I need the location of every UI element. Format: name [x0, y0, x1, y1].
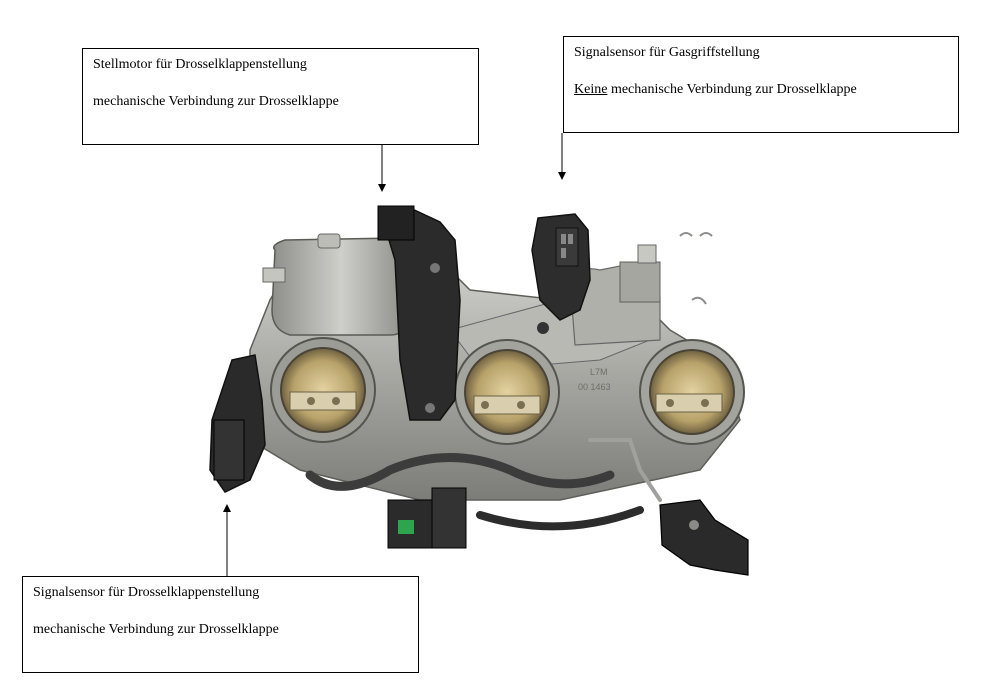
- callout-throttle-sensor-note: mechanische Verbindung zur Drosselklappe: [33, 622, 279, 637]
- arrow-to-grip-sensor: [558, 133, 566, 180]
- callout-grip-sensor-title: Signalsensor für Gasgriffstellung: [574, 45, 760, 60]
- callout-throttle-motor-title: Stellmotor für Drosselklappenstellung: [93, 57, 307, 72]
- callout-throttle-motor: Stellmotor für Drosselklappenstellung me…: [82, 48, 479, 145]
- callout-grip-sensor-emphasis: Keine: [574, 82, 608, 97]
- throttle-bore-left: [270, 337, 376, 443]
- part-marking-2: 00 1463: [578, 382, 611, 392]
- throttle-bore-middle: [454, 339, 560, 445]
- throttle-motor-actuator: [377, 205, 461, 421]
- callout-grip-sensor: Signalsensor für Gasgriffstellung Keine …: [563, 36, 959, 133]
- grip-position-sensor: [531, 213, 591, 334]
- loose-clips: [679, 232, 713, 305]
- callout-grip-sensor-note: Keine mechanische Verbindung zur Drossel…: [574, 80, 948, 99]
- callout-throttle-sensor: Signalsensor für Drosselklappenstellung …: [22, 576, 419, 673]
- callout-throttle-sensor-title: Signalsensor für Drosselklappenstellung: [33, 585, 260, 600]
- throttle-bore-right: [639, 339, 745, 445]
- vacuum-hoses: [305, 438, 662, 531]
- lower-sensor-connector: [387, 487, 467, 549]
- part-marking-1: L7M: [590, 367, 608, 377]
- arrow-to-throttle-sensor: [223, 504, 231, 576]
- callout-grip-sensor-note-rest: mechanische Verbindung zur Drosselklappe: [607, 82, 857, 97]
- throttle-position-sensor: [209, 354, 266, 493]
- right-lower-connector: [659, 499, 749, 576]
- callout-throttle-motor-note: mechanische Verbindung zur Drosselklappe: [93, 94, 339, 109]
- arrow-to-motor: [378, 145, 386, 192]
